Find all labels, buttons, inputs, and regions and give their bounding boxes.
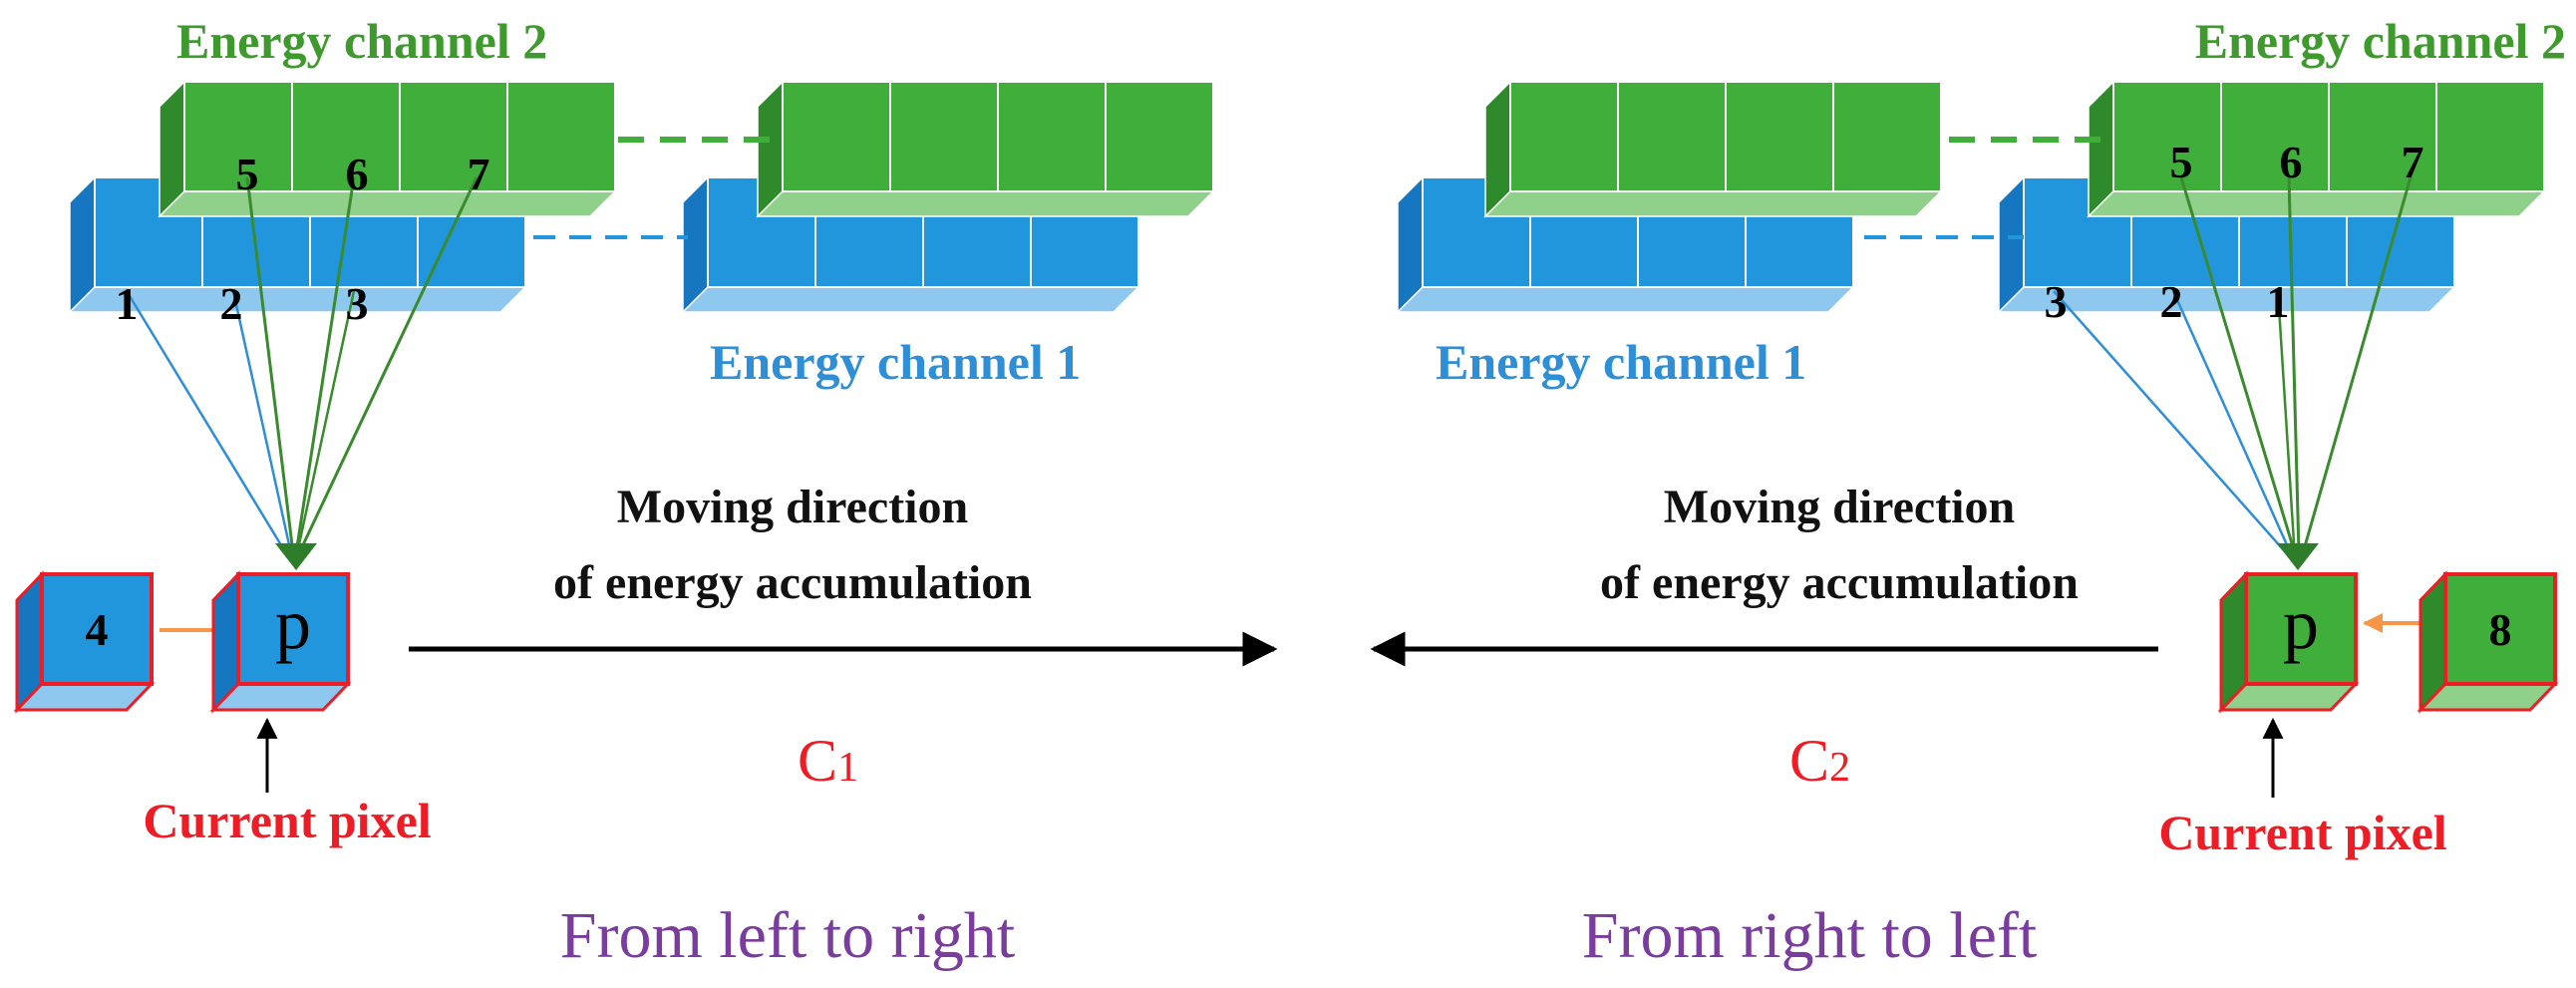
right-green-row-near-cell — [2328, 81, 2437, 192]
right-energy-channel-1-label: Energy channel 1 — [1436, 334, 1806, 390]
right-direction-line-1: Moving direction — [1664, 481, 2015, 533]
right-green-row-far-cell — [1725, 81, 1834, 192]
right-green-row-near — [2087, 80, 2546, 218]
right-neighbor-cube-8: 8 — [2416, 570, 2559, 714]
right-links-arrowhead — [2277, 543, 2319, 570]
right-blue-number-3: 3 — [2045, 276, 2068, 327]
left-green-row-far — [756, 80, 1215, 218]
left-green-row-near — [158, 80, 617, 218]
right-green-number-5: 5 — [2170, 137, 2193, 187]
left-link-2 — [231, 290, 294, 559]
right-direction-line-2: of energy accumulation — [1600, 556, 2079, 609]
right-current-pixel-label: Current pixel — [2158, 805, 2446, 860]
left-green-row-near-cell — [506, 81, 616, 192]
left-neighbor-label: 4 — [86, 604, 109, 655]
left-green-row-far-cell — [782, 81, 891, 192]
right-green-row-far-bottom — [1483, 190, 1943, 217]
right-green-row-far-cell — [1832, 81, 1942, 192]
right-green-numbers: 5 6 7 — [2170, 137, 2424, 187]
left-link-7 — [297, 176, 479, 554]
right-constraint-main: C — [1789, 728, 1829, 794]
left-link-6 — [294, 176, 356, 554]
left-constraint-subscript: 1 — [837, 745, 858, 791]
right-green-row-near-cell — [2435, 81, 2545, 192]
left-panel: Energy channel 2 Energy channel 1 5 6 7 … — [13, 13, 1278, 972]
right-green-row-far-cell — [1509, 81, 1619, 192]
left-green-row-far-bottom — [756, 190, 1215, 217]
right-link-5 — [2179, 176, 2297, 554]
left-green-row-far-cell — [889, 81, 999, 192]
right-link-1 — [2276, 290, 2297, 559]
left-green-row-far-cell — [997, 81, 1107, 192]
left-direction-line-1: Moving direction — [617, 481, 968, 533]
left-green-numbers: 5 6 7 — [236, 149, 490, 199]
right-energy-channel-2-label: Energy channel 2 — [2195, 13, 2566, 69]
left-green-row-near-cell — [291, 81, 401, 192]
left-green-row-near-bottom — [158, 190, 617, 217]
right-blue-links — [2053, 290, 2297, 559]
left-constraint-label: C1 — [798, 728, 858, 794]
right-link-2 — [2171, 290, 2295, 559]
right-green-row-near-cell — [2220, 81, 2330, 192]
left-green-links — [245, 176, 479, 570]
left-link-5 — [245, 176, 295, 554]
left-dashed-connectors — [533, 137, 773, 239]
left-blue-number-1: 1 — [116, 278, 139, 329]
left-blue-number-2: 2 — [220, 278, 243, 329]
left-energy-channel-2-label: Energy channel 2 — [176, 13, 547, 69]
left-blue-links — [125, 290, 356, 559]
right-green-row-near-cell — [2112, 81, 2222, 192]
right-blue-row-far-bottom — [1396, 286, 1855, 313]
left-link-1 — [125, 290, 291, 559]
left-current-label: p — [275, 584, 311, 664]
left-constraint-main: C — [798, 728, 837, 794]
right-link-3 — [2053, 290, 2292, 559]
right-current-pixel-cube: p — [2217, 570, 2360, 714]
right-blue-number-2: 2 — [2160, 276, 2183, 327]
right-green-row-far-cell — [1617, 81, 1727, 192]
left-links-arrowhead — [275, 543, 317, 570]
right-constraint-subscript: 2 — [1829, 745, 1850, 791]
right-blue-numbers: 3 2 1 — [2045, 276, 2290, 327]
left-current-pixel-label: Current pixel — [143, 793, 431, 848]
right-blue-number-1: 1 — [2267, 276, 2290, 327]
left-green-row-far-cell — [1105, 81, 1214, 192]
left-blue-numbers: 1 2 3 — [116, 278, 369, 329]
left-green-number-6: 6 — [346, 149, 369, 199]
left-direction-line-2: of energy accumulation — [553, 556, 1032, 609]
left-green-row-near-cell — [183, 81, 293, 192]
right-green-number-6: 6 — [2280, 137, 2303, 187]
left-blue-row-far-bottom — [681, 286, 1140, 313]
left-current-pixel-cube: p — [209, 570, 352, 714]
right-dashed-connectors — [1864, 137, 2103, 239]
left-green-number-5: 5 — [236, 149, 259, 199]
right-link-7 — [2301, 176, 2413, 554]
right-neighbor-label: 8 — [2489, 604, 2512, 655]
left-energy-cube-rows — [68, 80, 1215, 314]
right-current-label: p — [2283, 584, 2319, 664]
left-link-3 — [294, 290, 356, 559]
left-green-number-7: 7 — [468, 149, 490, 199]
left-blue-number-3: 3 — [346, 278, 369, 329]
right-constraint-label: C2 — [1789, 728, 1850, 794]
right-caption: From right to left — [1582, 899, 2037, 972]
right-energy-cube-rows — [1396, 80, 2546, 314]
left-green-row-near-cell — [399, 81, 508, 192]
left-neighbor-cube-4: 4 — [13, 570, 156, 714]
right-link-6 — [2287, 176, 2301, 554]
right-green-links — [2179, 176, 2413, 570]
left-energy-channel-1-label: Energy channel 1 — [710, 334, 1081, 390]
left-caption: From left to right — [560, 899, 1015, 972]
right-panel: Energy channel 2 Energy channel 1 5 6 7 … — [1370, 13, 2566, 972]
right-blue-row-near-bottom — [1997, 286, 2456, 313]
right-blue-row-near — [1997, 175, 2456, 314]
right-green-row-far — [1483, 80, 1943, 218]
right-green-row-near-bottom — [2087, 190, 2546, 217]
right-green-number-7: 7 — [2402, 137, 2424, 187]
